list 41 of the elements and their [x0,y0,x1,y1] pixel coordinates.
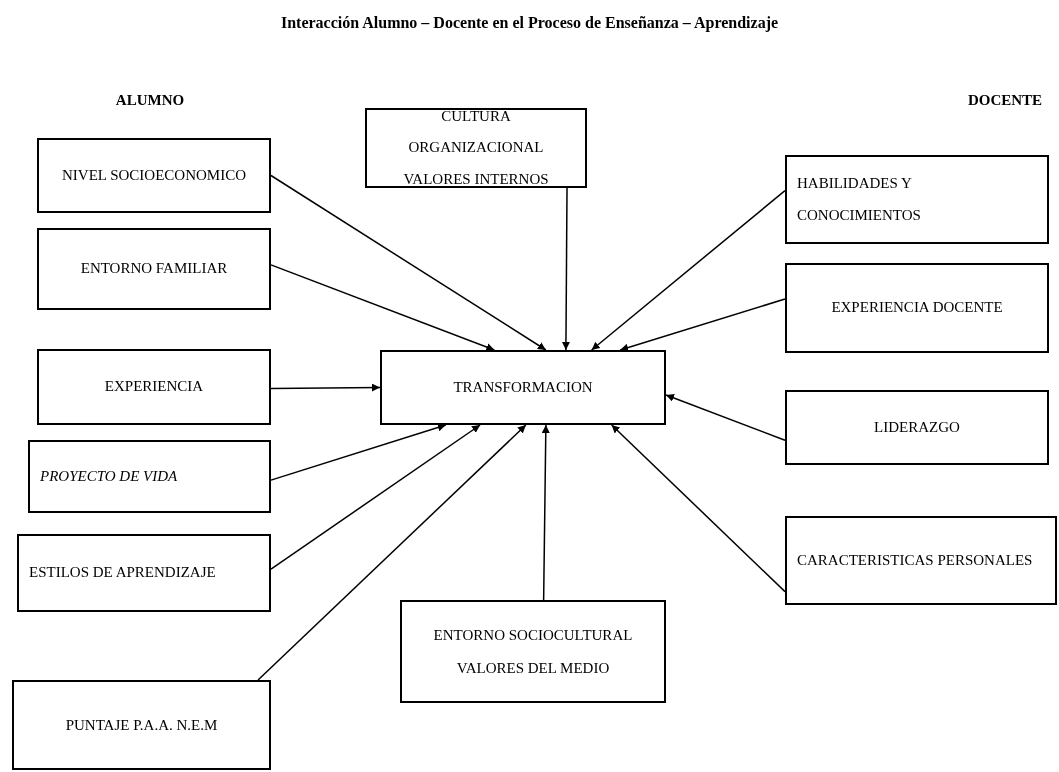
box-label: LIDERAZGO [873,417,961,437]
box-label: PROYECTO DE VIDA [40,466,179,486]
process-box [37,138,271,213]
arrow [270,383,381,392]
arrow [270,424,481,570]
arrow [257,424,527,681]
box-label: CARACTERISTICAS PERSONALES [797,550,1034,570]
arrow [561,187,570,351]
process-box [785,516,1057,605]
process-box [37,228,271,310]
process-box [400,600,666,703]
box-label: NIVEL SOCIOECONOMICO [61,165,247,185]
box-label: EXPERIENCIA DOCENTE [830,298,1004,318]
process-box [785,390,1049,465]
arrow [590,189,786,351]
process-box [28,440,271,513]
box-label: TRANSFORMACION [452,377,594,397]
arrow [270,174,547,351]
process-box [12,680,271,770]
process-box [785,263,1049,353]
box-label: ENTORNO SOCIOCULTURAL VALORES DEL MEDIO [432,625,634,678]
process-box [17,534,271,612]
box-label: ESTILOS DE APRENDIZAJE [29,563,217,583]
process-box [365,108,587,188]
process-box [37,349,271,425]
arrow [270,423,447,481]
arrow [665,394,786,441]
process-box [785,155,1049,244]
arrow [610,424,786,593]
box-label: CULTURA ORGANIZACIONAL VALORES INTERNOS [402,106,550,189]
column-heading: ALUMNO [114,92,186,109]
arrow [541,424,550,601]
column-heading: DOCENTE [966,92,1044,109]
box-label: HABILIDADES Y CONOCIMIENTOS [797,174,922,225]
box-label: EXPERIENCIA [103,377,205,397]
process-box [380,350,666,425]
box-label: PUNTAJE P.A.A. N.E.M [64,715,219,735]
arrow [270,264,496,351]
box-label: ENTORNO FAMILIAR [79,259,229,279]
diagram-title: Interacción Alumno – Docente en el Proceso de Enseñanza – Aprendizaje [279,14,780,32]
arrow [619,298,786,352]
